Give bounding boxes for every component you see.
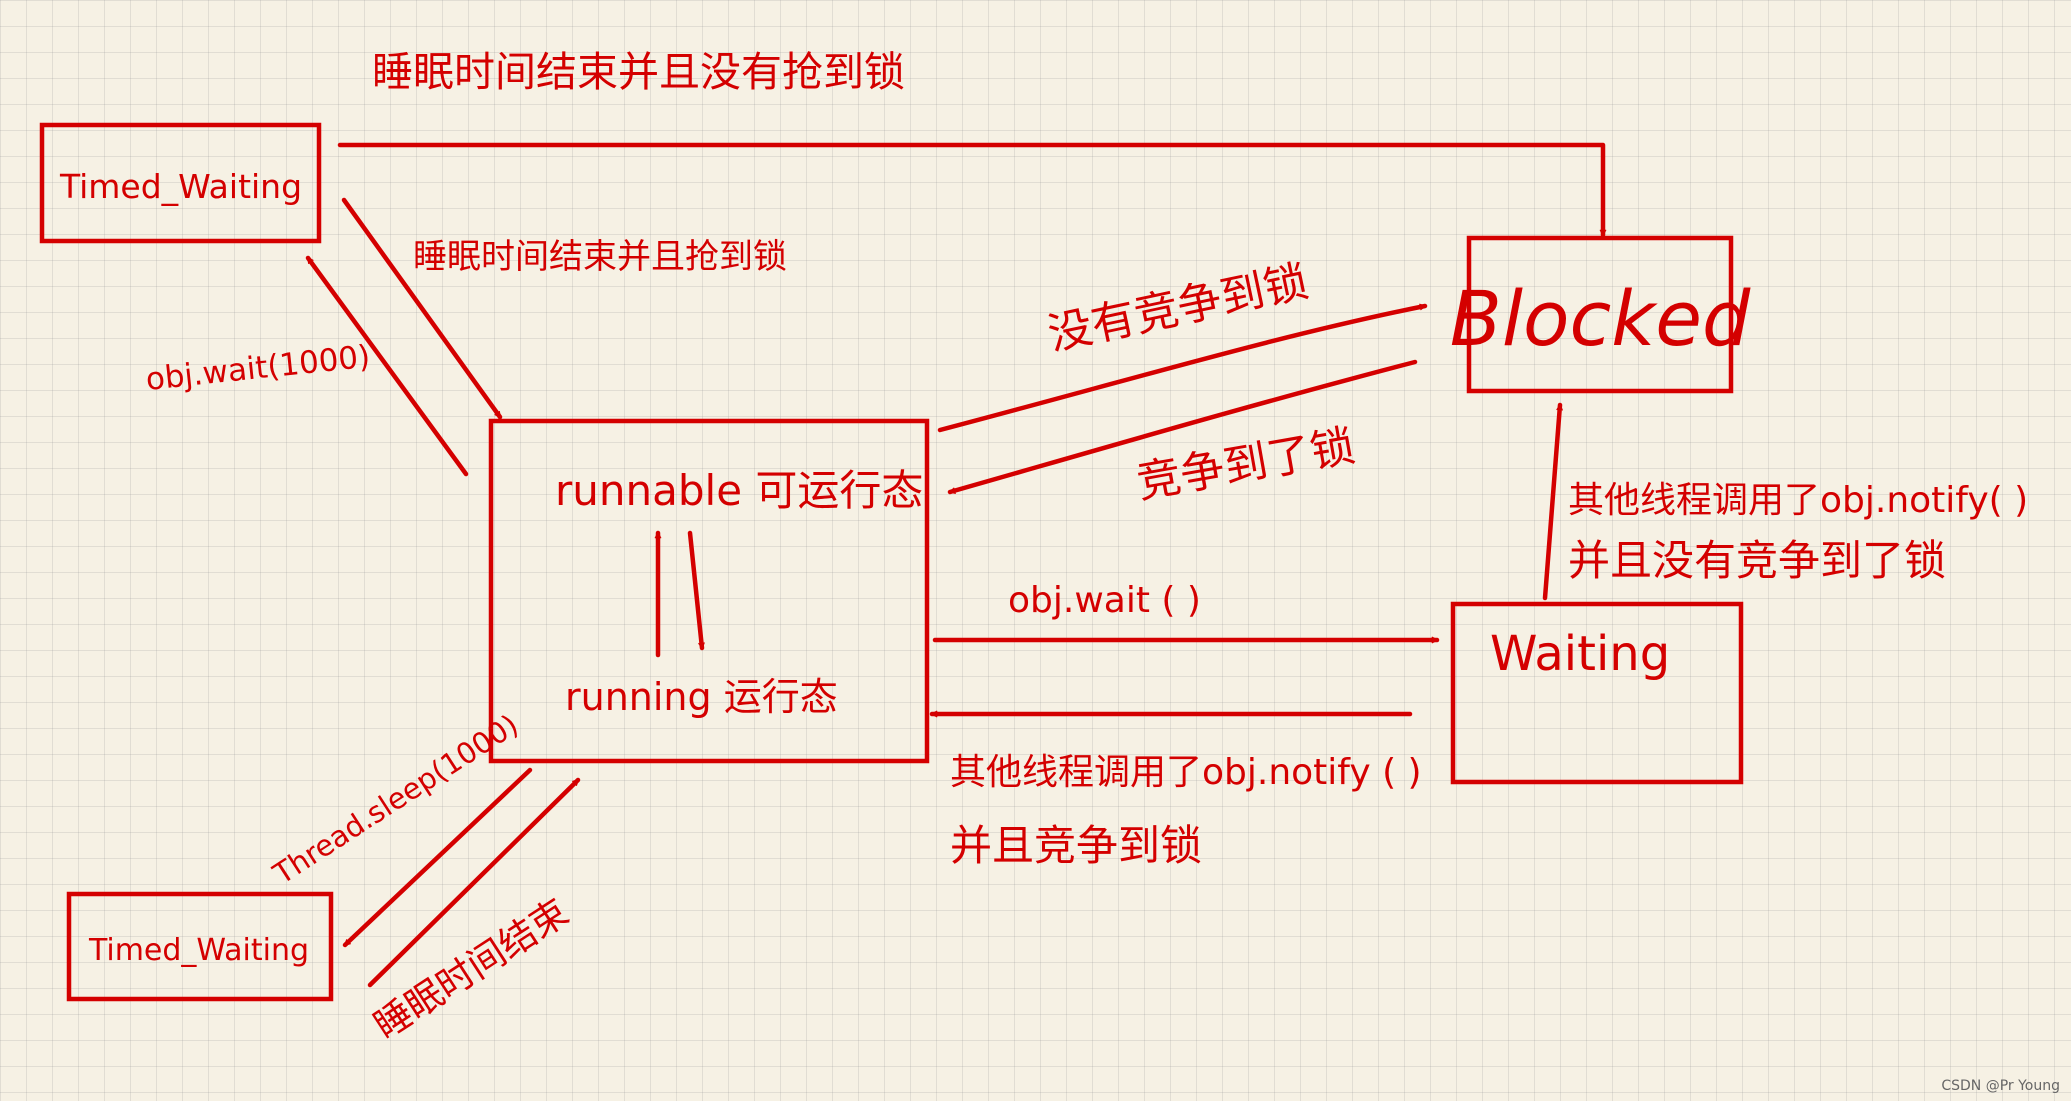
edge-timed-waiting-bottom-to-runnable — [367, 777, 581, 988]
edge-timed-waiting-to-runnable — [341, 197, 503, 420]
label-notify-lock-line2: 并且竞争到锁 — [950, 821, 1202, 870]
label-notify-no-lock-line2: 并且没有竞争到了锁 — [1568, 536, 1946, 585]
state-waiting: Waiting — [1490, 626, 1670, 682]
label-thread-sleep-1000: Thread.sleep(1000) — [266, 708, 524, 892]
label-sleep-end-no-lock: 睡眠时间结束并且没有抢到锁 — [372, 48, 905, 96]
edge-waiting-to-blocked — [1542, 402, 1560, 601]
timed-waiting-bottom-box — [66, 891, 334, 1002]
blocked-box — [1466, 235, 1734, 394]
state-runnable: runnable 可运行态 — [555, 466, 923, 515]
label-notify-lock-line1: 其他线程调用了obj.notify ( ) — [950, 752, 1422, 793]
edge-runnable-to-timed-waiting-bottom — [342, 767, 533, 948]
label-sleep-end: 睡眠时间结束 — [366, 891, 576, 1048]
label-sleep-end-got-lock: 睡眠时间结束并且抢到锁 — [413, 237, 787, 277]
state-running: running 运行态 — [565, 675, 838, 719]
waiting-box — [1450, 601, 1744, 785]
state-blocked: Blocked — [1450, 274, 1751, 363]
watermark: CSDN @Pr Young — [1941, 1078, 2060, 1094]
label-obj-wait: obj.wait ( ) — [1008, 580, 1201, 621]
label-competed-lock: 竞争到了锁 — [1133, 420, 1359, 508]
edge-runnable-to-running — [687, 530, 702, 651]
state-timed-waiting-top: Timed_Waiting — [59, 167, 302, 206]
label-notify-no-lock-line1: 其他线程调用了obj.notify( ) — [1568, 480, 2028, 521]
timed-waiting-top-box — [39, 122, 322, 244]
label-no-lock-competed: 没有竞争到锁 — [1044, 256, 1313, 361]
state-timed-waiting-bottom: Timed_Waiting — [88, 933, 309, 968]
edge-runnable-to-timed-waiting — [305, 255, 469, 477]
runnable-box — [488, 418, 930, 764]
edge-timed-waiting-to-blocked — [337, 142, 1603, 238]
label-obj-wait-1000: obj.wait(1000) — [144, 339, 372, 398]
edge-runnable-to-blocked — [937, 306, 1428, 433]
edge-blocked-to-runnable — [947, 359, 1418, 495]
